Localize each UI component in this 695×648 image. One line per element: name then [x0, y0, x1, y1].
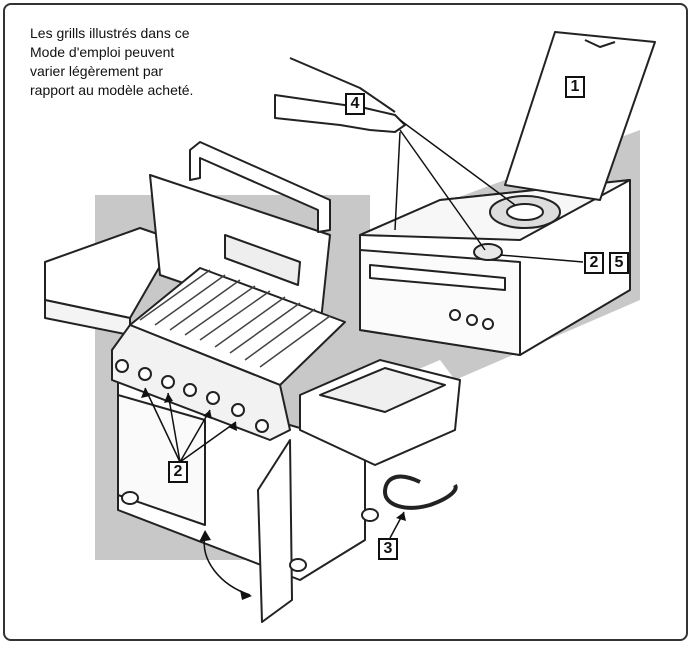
knob-7: [256, 420, 268, 432]
caster-2: [290, 559, 306, 571]
side-knob-3: [483, 319, 493, 329]
callout-lid: 1: [565, 76, 585, 98]
burner-cup: [474, 244, 502, 260]
callout-burner-a: 2: [584, 252, 604, 274]
callout-ignition-hand: 4: [345, 93, 365, 115]
knob-3: [162, 376, 174, 388]
callout-knobs: 2: [168, 461, 188, 483]
side-burner-ring: [507, 204, 543, 220]
knob-5: [207, 392, 219, 404]
callout-burner-b: 5: [609, 252, 629, 274]
ignition-hand: [275, 95, 405, 132]
caster-1: [122, 492, 138, 504]
callout-regulator-hose: 3: [378, 538, 398, 560]
regulator-hose: [385, 477, 456, 508]
side-knob-1: [450, 310, 460, 320]
side-knob-2: [467, 315, 477, 325]
knob-4: [184, 384, 196, 396]
knob-2: [139, 368, 151, 380]
caster-3: [362, 509, 378, 521]
knob-6: [232, 404, 244, 416]
knob-1: [116, 360, 128, 372]
